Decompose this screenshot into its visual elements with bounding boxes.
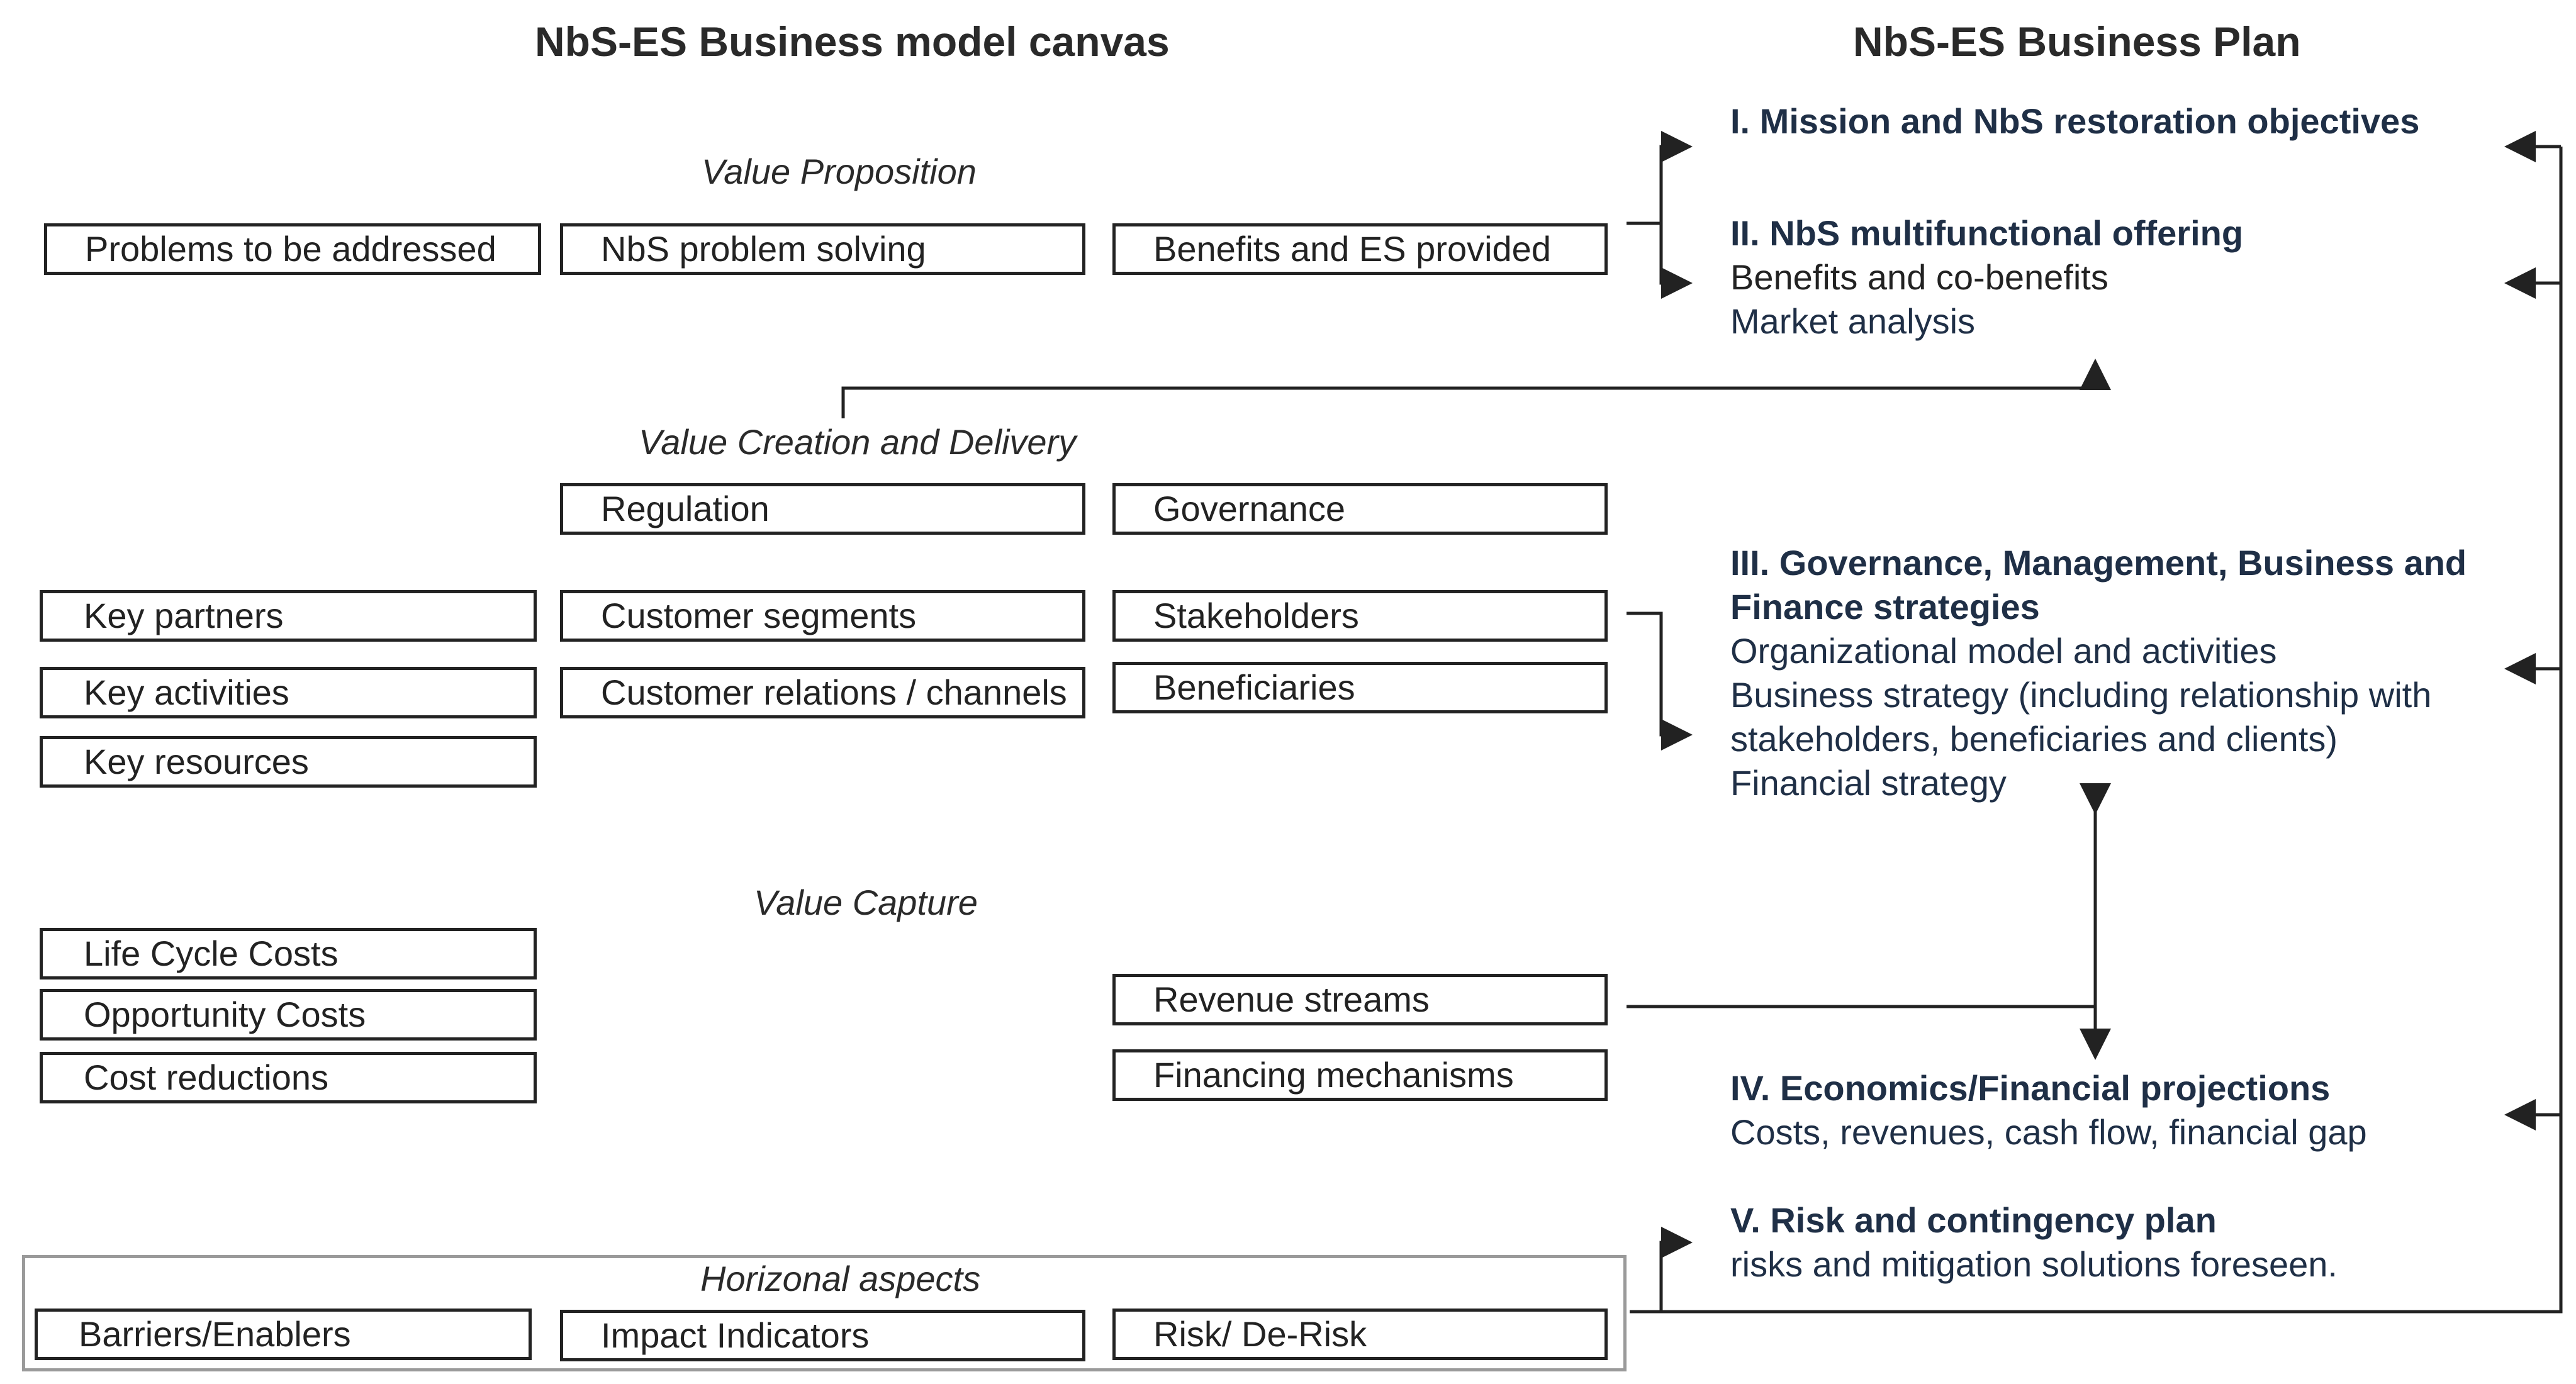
box-impact-indicators: Impact Indicators [560, 1310, 1085, 1361]
plan-offering-benefits: Benefits and co-benefits [1730, 257, 2108, 297]
box-customer-segments: Customer segments [560, 590, 1085, 642]
box-nbs-problem-solving: NbS problem solving [560, 223, 1085, 275]
plan-offering-market: Market analysis [1730, 301, 1976, 341]
box-life-cycle-costs: Life Cycle Costs [40, 928, 537, 979]
box-financing-mechanisms: Financing mechanisms [1112, 1049, 1608, 1101]
box-customer-relations: Customer relations / channels [560, 667, 1085, 718]
box-revenue-streams: Revenue streams [1112, 974, 1608, 1025]
plan-section-offering: II. NbS multifunctional offering Benefit… [1730, 211, 2243, 343]
plan-strategies-heading-2: Finance strategies [1730, 587, 2040, 627]
arrow-to-governance-strategies [1627, 611, 1693, 751]
plan-projections-detail: Costs, revenues, cash flow, financial ga… [1730, 1112, 2367, 1152]
box-risk-derisk: Risk/ De-Risk [1112, 1309, 1608, 1360]
box-key-resources: Key resources [40, 736, 537, 788]
plan-strategies-business-1: Business strategy (including relationshi… [1730, 675, 2432, 715]
arrow-to-market-analysis [841, 359, 2111, 418]
box-key-activities: Key activities [40, 667, 537, 718]
plan-section-strategies: III. Governance, Management, Business an… [1730, 541, 2467, 805]
canvas-title: NbS-ES Business model canvas [535, 18, 1170, 65]
box-benefits-es: Benefits and ES provided [1112, 223, 1608, 275]
box-problems: Problems to be addressed [44, 223, 541, 275]
plan-risk-detail: risks and mitigation solutions foreseen. [1730, 1244, 2338, 1284]
box-opportunity-costs: Opportunity Costs [40, 989, 537, 1041]
box-regulation: Regulation [560, 483, 1085, 535]
box-cost-reductions: Cost reductions [40, 1052, 537, 1103]
plan-section-projections: IV. Economics/Financial projections Cost… [1730, 1066, 2367, 1154]
arrow-to-offering [1659, 223, 1693, 299]
arrow-to-mission [1627, 131, 1693, 225]
box-beneficiaries: Beneficiaries [1112, 662, 1608, 713]
box-stakeholders: Stakeholders [1112, 590, 1608, 642]
section-horizontal: Horizonal aspects [700, 1259, 981, 1298]
plan-mission-heading: I. Mission and NbS restoration objective… [1730, 101, 2420, 141]
plan-section-mission: I. Mission and NbS restoration objective… [1730, 99, 2419, 143]
box-governance: Governance [1112, 483, 1608, 535]
box-barriers-enablers: Barriers/Enablers [35, 1309, 532, 1360]
plan-strategies-heading-1: III. Governance, Management, Business an… [1730, 543, 2467, 583]
plan-projections-heading: IV. Economics/Financial projections [1730, 1068, 2331, 1108]
feedback-line [1630, 147, 2563, 1314]
plan-risk-heading: V. Risk and contingency plan [1730, 1200, 2217, 1240]
plan-strategies-financial: Financial strategy [1730, 763, 2007, 803]
plan-section-risk: V. Risk and contingency plan risks and m… [1730, 1198, 2338, 1286]
plan-strategies-org: Organizational model and activities [1730, 631, 2277, 671]
plan-offering-heading: II. NbS multifunctional offering [1730, 213, 2244, 253]
plan-title: NbS-ES Business Plan [1853, 18, 2301, 65]
plan-strategies-business-2: stakeholders, beneficiaries and clients) [1730, 719, 2338, 759]
arrow-to-risk-plan [1630, 1227, 1693, 1314]
section-value-capture: Value Capture [754, 883, 978, 922]
box-key-partners: Key partners [40, 590, 537, 642]
section-value-proposition: Value Proposition [702, 152, 977, 191]
section-value-creation: Value Creation and Delivery [639, 422, 1077, 462]
horizontal-aspects-frame [22, 1255, 1627, 1371]
